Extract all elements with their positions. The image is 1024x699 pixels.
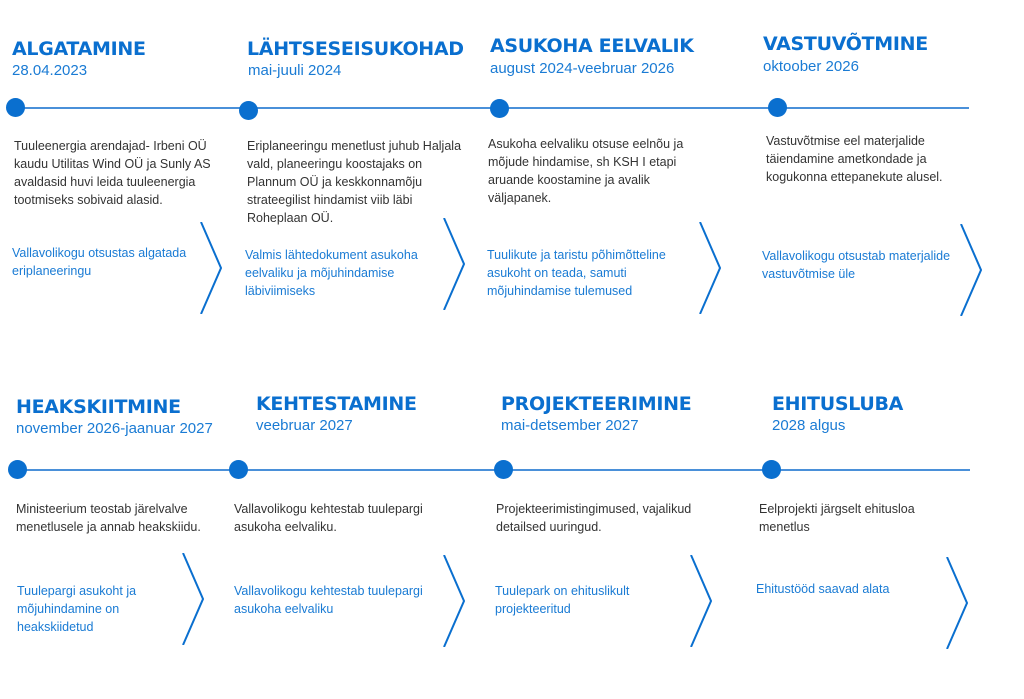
chevron-right-icon (946, 557, 968, 649)
stage-date: 28.04.2023 (12, 62, 88, 79)
stage-title: PROJEKTEERIMINE (501, 393, 692, 415)
stage-outcome: Vallavolikogu kehtestab tuulepargi asuko… (234, 584, 423, 616)
stage-title: KEHTESTAMINE (256, 393, 417, 415)
stage-outcome: Valmis lähtedokument asukoha eelvaliku j… (245, 248, 418, 298)
stage-title: VASTUVÕTMINE (763, 33, 928, 55)
timeline-dot (6, 98, 25, 117)
stage-description: Tuuleenergia arendajad- Irbeni OÜ kaudu … (14, 139, 211, 207)
chevron-right-icon (182, 553, 204, 645)
timeline-dot (490, 99, 509, 118)
timeline-dot (229, 460, 248, 479)
stage-outcome: Vallavolikogu otsustab materjalide vastu… (762, 249, 951, 281)
stage-description: Projekteerimistingimused, vajalikud deta… (496, 502, 692, 534)
stage-description: Eriplaneeringu menetlust juhub Haljala v… (247, 139, 462, 225)
stage-title: LÄHTSESEISUKOHAD (247, 38, 464, 60)
stage-title: ASUKOHA EELVALIK (490, 35, 694, 57)
stage-date: 2028 algus (772, 417, 846, 434)
stage-date: november 2026-jaanuar 2027 (16, 420, 213, 437)
stage-outcome: Ehitustööd saavad alata (756, 582, 890, 596)
timeline-dot (239, 101, 258, 120)
chevron-right-icon (200, 222, 222, 314)
timeline-dot (494, 460, 513, 479)
stage-date: oktoober 2026 (763, 58, 859, 75)
stage-title: ALGATAMINE (12, 38, 146, 60)
stage-title: EHITUSLUBA (772, 393, 904, 415)
stage-date: mai-detsember 2027 (501, 417, 639, 434)
stage-date: august 2024-veebruar 2026 (490, 60, 675, 77)
stage-description: Eelprojekti järgselt ehitusloa menetlus (759, 502, 915, 534)
stage-title: HEAKSKIITMINE (16, 396, 181, 418)
stage-outcome: Vallavolikogu otsustas algatada eriplane… (12, 246, 187, 278)
stage-outcome: Tuulepargi asukoht ja mõjuhindamine on h… (17, 584, 137, 634)
chevron-right-icon (699, 222, 721, 314)
stage-date: mai-juuli 2024 (248, 62, 342, 79)
stage-description: Vallavolikogu kehtestab tuulepargi asuko… (234, 502, 423, 534)
timeline-dot (768, 98, 787, 117)
stage-description: Ministeerium teostab järelvalve menetlus… (16, 502, 201, 534)
chevron-right-icon (690, 555, 712, 647)
stage-outcome: Tuulepark on ehituslikult projekteeritud (495, 584, 630, 616)
timeline-line-row-2 (16, 469, 970, 471)
timeline-dot (8, 460, 27, 479)
stage-outcome: Tuulikute ja taristu põhimõtteline asuko… (487, 248, 666, 298)
timeline-dot (762, 460, 781, 479)
stage-description: Vastuvõtmise eel materjalide täiendamine… (766, 134, 943, 184)
chevron-right-icon (443, 555, 465, 647)
stage-description: Asukoha eelvaliku otsuse eelnõu ja mõjud… (488, 137, 684, 205)
chevron-right-icon (960, 224, 982, 316)
stage-date: veebruar 2027 (256, 417, 353, 434)
chevron-right-icon (443, 218, 465, 310)
